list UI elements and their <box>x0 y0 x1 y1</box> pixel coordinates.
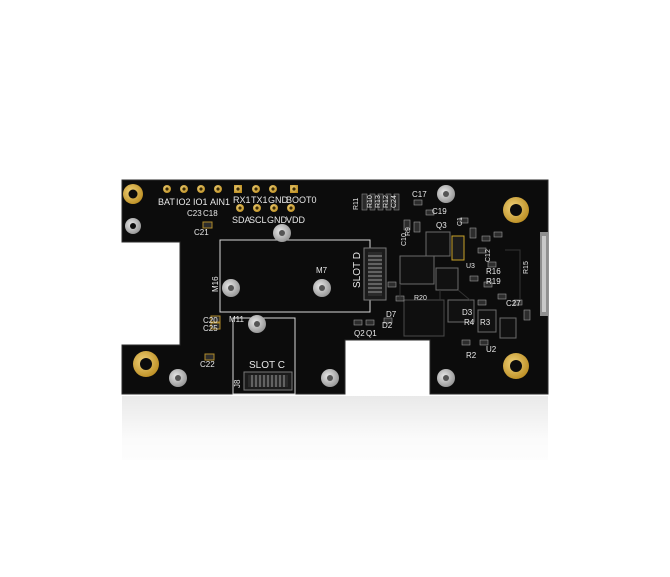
screw-pad-m16 <box>222 279 240 297</box>
screw-pad-lower-right <box>437 369 455 387</box>
label-gnd-bottom: GND <box>267 215 288 225</box>
ic-chips <box>399 231 517 339</box>
label-c12: C12 <box>485 249 492 262</box>
header-pads-top <box>163 185 298 193</box>
label-r16: R16 <box>486 267 501 276</box>
label-c23: C23 <box>187 209 202 218</box>
label-c25: C25 <box>203 324 218 333</box>
label-c21: C21 <box>194 228 209 237</box>
label-r3: R3 <box>480 318 491 327</box>
label-m16: M16 <box>211 276 220 292</box>
mount-hole-top-right <box>503 197 529 223</box>
label-tx1: TX1 <box>251 195 268 205</box>
slot-c-label: SLOT C <box>249 360 285 371</box>
pcb-traces <box>399 249 521 301</box>
label-r2: R2 <box>466 351 477 360</box>
slot-d-label: SLOT D <box>352 252 363 288</box>
label-rx1: RX1 <box>233 195 251 205</box>
label-m11: M11 <box>229 315 245 324</box>
label-u2: U2 <box>486 345 497 354</box>
label-d2: D2 <box>382 321 393 330</box>
label-ain1: AIN1 <box>210 197 230 207</box>
pcb-edge <box>121 179 549 395</box>
label-r12: R12 <box>383 195 390 208</box>
label-c19: C19 <box>432 207 447 216</box>
slot-d-connector <box>363 247 387 301</box>
screw-pad-right <box>437 185 455 203</box>
label-boot0: BOOT0 <box>286 195 317 205</box>
label-c22: C22 <box>200 360 215 369</box>
label-c1: C1 <box>457 217 464 226</box>
mount-hole-bottom-right <box>503 353 529 379</box>
screw-pad-lower-left <box>169 369 187 387</box>
label-r10: R10 <box>367 195 374 208</box>
label-r9: R9 <box>405 227 412 236</box>
screw-pad-m7 <box>313 279 331 297</box>
screw-pad-m11 <box>248 315 266 333</box>
label-scl: SCL <box>249 215 267 225</box>
label-m7: M7 <box>316 266 328 275</box>
label-r4: R4 <box>464 318 475 327</box>
reflection-fade <box>100 394 570 484</box>
smd-components-left <box>202 221 221 361</box>
label-c20: C20 <box>203 316 218 325</box>
label-r13: R13 <box>375 195 382 208</box>
label-r11: R11 <box>353 198 360 210</box>
resistor-array <box>361 193 400 211</box>
label-q3: Q3 <box>436 221 447 230</box>
label-u3: U3 <box>466 263 475 270</box>
mount-hole-small-left <box>125 218 141 234</box>
label-r20: R20 <box>414 295 427 302</box>
label-c27: C27 <box>506 299 521 308</box>
label-q2: Q2 <box>354 329 365 338</box>
screw-pad-top <box>273 224 291 242</box>
screw-pad-lower-mid <box>321 369 339 387</box>
mount-hole-top-left <box>123 184 143 204</box>
label-q1: Q1 <box>366 329 377 338</box>
slot-c-outline <box>232 317 296 395</box>
label-c17: C17 <box>412 190 427 199</box>
mount-hole-bottom-left <box>133 351 159 377</box>
label-d7: D7 <box>386 310 397 319</box>
label-io2: IO2 <box>176 197 191 207</box>
label-sda: SDA <box>232 215 251 225</box>
slot-c-connector <box>243 371 293 391</box>
label-c10: C10 <box>401 233 408 246</box>
label-gnd-top: GND <box>268 195 289 205</box>
label-io1: IO1 <box>193 197 208 207</box>
label-r15: R15 <box>523 261 530 274</box>
header-pads-bottom <box>236 204 295 212</box>
edge-connector-right <box>540 232 548 316</box>
label-c24: C24 <box>391 195 398 208</box>
label-c18: C18 <box>203 209 218 218</box>
label-d3: D3 <box>462 308 473 317</box>
label-bat: BAT <box>158 197 175 207</box>
label-vdd: VDD <box>286 215 306 225</box>
label-j8: J8 <box>233 379 242 388</box>
label-r19: R19 <box>486 277 501 286</box>
